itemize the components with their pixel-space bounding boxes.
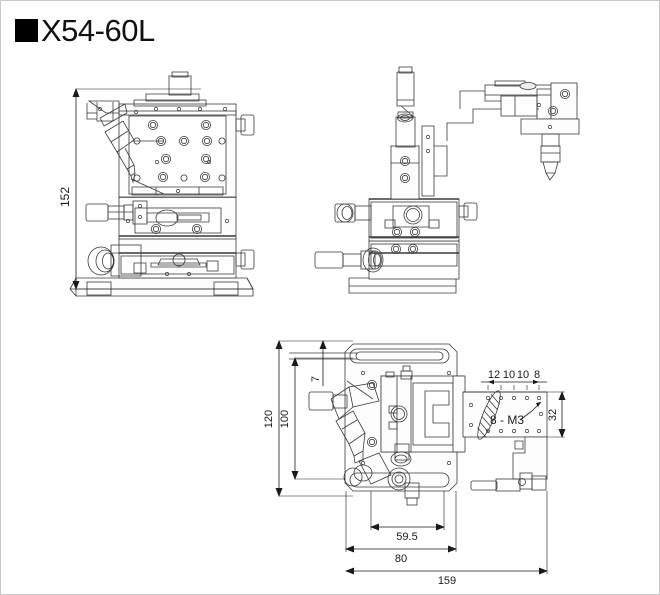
page-title: X54-60L: [41, 13, 155, 48]
dimension-label-32: 32: [547, 409, 559, 421]
pitch-label-10-a: 10: [503, 369, 515, 381]
pitch-label-10-b: 10: [517, 369, 529, 381]
dimension-height-152: 152: [58, 88, 253, 290]
dimension-label-120: 120: [263, 410, 275, 428]
dimension-label-152: 152: [58, 187, 72, 207]
pitch-label-12: 12: [488, 369, 500, 381]
pitch-label-8: 8: [534, 369, 540, 381]
title-block: X54-60L: [15, 15, 155, 46]
dimension-label-59-5: 59.5: [396, 531, 417, 543]
thread-callout-label: 8 - M3: [490, 413, 524, 427]
side-elevation-view: [314, 66, 580, 294]
front-elevation-view: [69, 71, 255, 297]
plan-top-view: [289, 343, 548, 506]
dimension-label-7: 7: [310, 376, 322, 382]
dimension-label-159: 159: [438, 575, 456, 587]
dimension-label-80: 80: [395, 553, 407, 565]
dimension-label-100: 100: [279, 410, 291, 428]
filled-square-icon: [15, 19, 38, 42]
plan-dimension-set: 120 100 7 59.5 80 159: [263, 340, 566, 587]
